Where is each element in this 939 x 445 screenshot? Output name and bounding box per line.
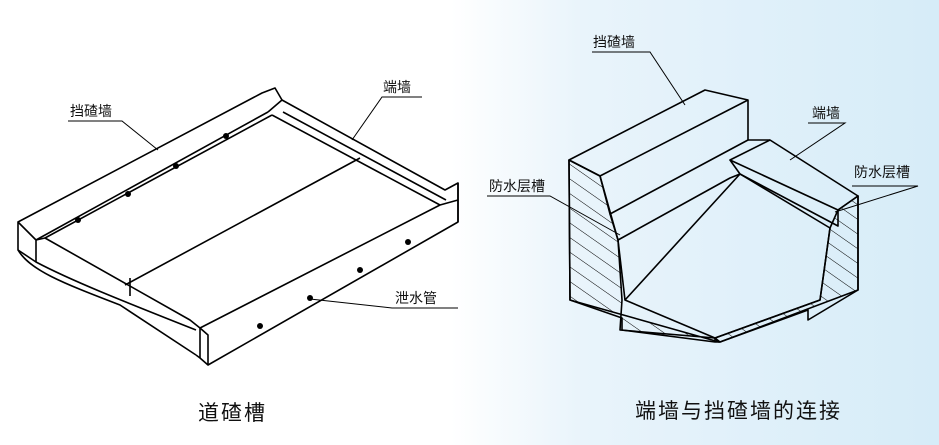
- far-end-wall-inner-2: [282, 111, 447, 201]
- drain-hole: [307, 295, 313, 301]
- far-end-wall: [267, 99, 459, 222]
- base-underside: [17, 249, 197, 356]
- near-wall-top: [35, 199, 459, 329]
- ballast-trough-drawing: [17, 87, 459, 366]
- label-ballast-wall-left: 挡碴墙: [70, 104, 112, 120]
- deck-seam-1: [124, 157, 361, 286]
- label-waterproof-groove-left: 防水层槽: [489, 179, 545, 195]
- near-wall-outer: [195, 327, 209, 366]
- drain-hole: [405, 239, 411, 245]
- end-wall-top: [729, 139, 859, 211]
- caption-left: 道碴槽: [198, 401, 267, 425]
- drain-hole: [75, 217, 81, 223]
- drain-hole: [125, 191, 131, 197]
- leader-waterproof-left: [487, 195, 621, 236]
- end-wall-side: [729, 139, 839, 227]
- left-end-cap: [17, 221, 37, 263]
- far-wall-inner-edge: [35, 111, 269, 241]
- label-ballast-wall-right: 挡碴墙: [593, 35, 635, 51]
- drain-hole: [223, 133, 229, 139]
- label-waterproof-groove-right: 防水层槽: [854, 165, 910, 181]
- inner-floor-edge: [617, 239, 626, 301]
- far-wall-inner-edge-2: [44, 114, 273, 239]
- near-right-end: [207, 183, 459, 366]
- right-section-hatch: [714, 195, 859, 343]
- left-leader-lines: [68, 96, 458, 309]
- drain-hole: [257, 323, 263, 329]
- base-underside-2: [35, 261, 197, 331]
- label-end-wall-left: 端墙: [383, 80, 411, 96]
- retaining-wall-front: [599, 99, 749, 177]
- far-wall-top-edge: [17, 87, 283, 223]
- leader-end-wall-right: [789, 122, 847, 161]
- leader-drain-pipe: [309, 298, 458, 309]
- leader-waterproof-right: [834, 185, 919, 213]
- left-section-hatch: [568, 159, 720, 343]
- label-drain-pipe: 泄水管: [395, 291, 437, 307]
- wall-connection-drawing: [568, 89, 859, 343]
- right-leader-lines: [487, 51, 919, 236]
- drain-holes: [75, 133, 411, 329]
- leader-end-wall: [351, 96, 422, 141]
- caption-right: 端墙与挡碴墙的连接: [635, 399, 842, 423]
- leader-ballast-wall: [68, 120, 159, 151]
- drain-hole: [357, 267, 363, 273]
- drain-hole: [173, 163, 179, 169]
- leader-ballast-wall-right: [592, 51, 686, 106]
- label-end-wall-right: 端墙: [812, 106, 840, 122]
